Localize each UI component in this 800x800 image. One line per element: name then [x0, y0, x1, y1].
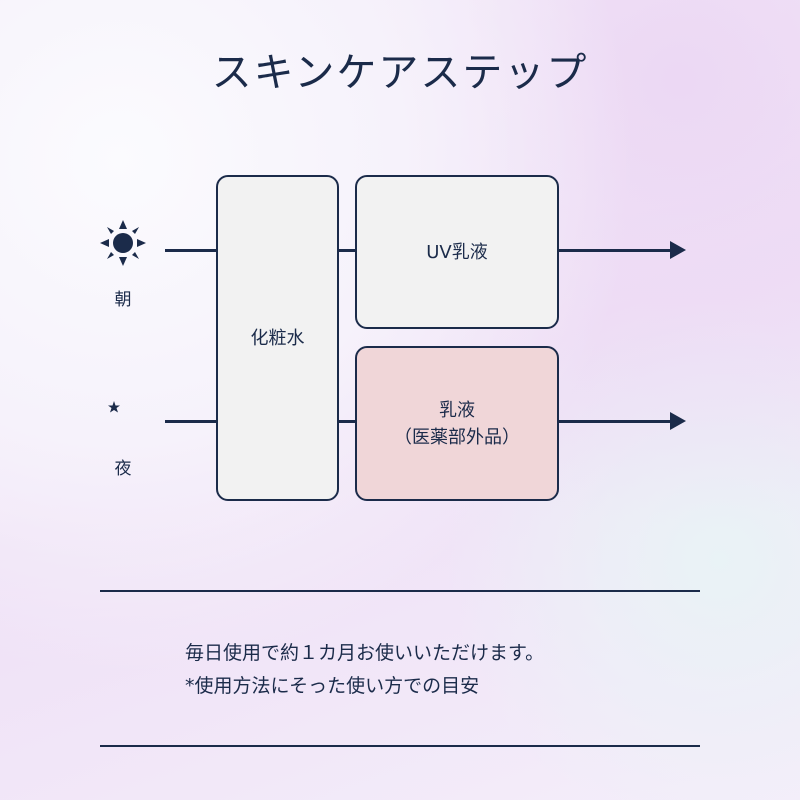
step-label: 化粧水 [250, 327, 305, 349]
step-uv-emulsion: UV乳液 [355, 175, 559, 329]
step-label: 乳液 [439, 399, 475, 421]
moon-icon [106, 400, 136, 433]
sun-icon [100, 220, 146, 266]
night-connector [165, 420, 217, 423]
connector [337, 420, 357, 423]
night-arrow-line [557, 420, 673, 423]
step-emulsion: 乳液 （医薬部外品） [355, 346, 559, 501]
step-toner: 化粧水 [216, 175, 339, 501]
morning-arrow-line [557, 249, 673, 252]
usage-note: 毎日使用で約１カ月お使いいただけます。 [185, 642, 545, 664]
arrow-head-icon [670, 241, 686, 259]
step-sublabel: （医薬部外品） [394, 426, 520, 448]
usage-footnote: *使用方法にそった使い方での目安 [185, 675, 480, 697]
arrow-head-icon [670, 412, 686, 430]
step-label: UV乳液 [426, 241, 488, 263]
morning-label: 朝 [114, 290, 132, 310]
connector [337, 249, 357, 252]
divider [100, 590, 700, 592]
night-label: 夜 [114, 459, 132, 479]
morning-connector [165, 249, 217, 252]
divider [100, 745, 700, 747]
page-title: スキンケアステップ [211, 50, 589, 96]
